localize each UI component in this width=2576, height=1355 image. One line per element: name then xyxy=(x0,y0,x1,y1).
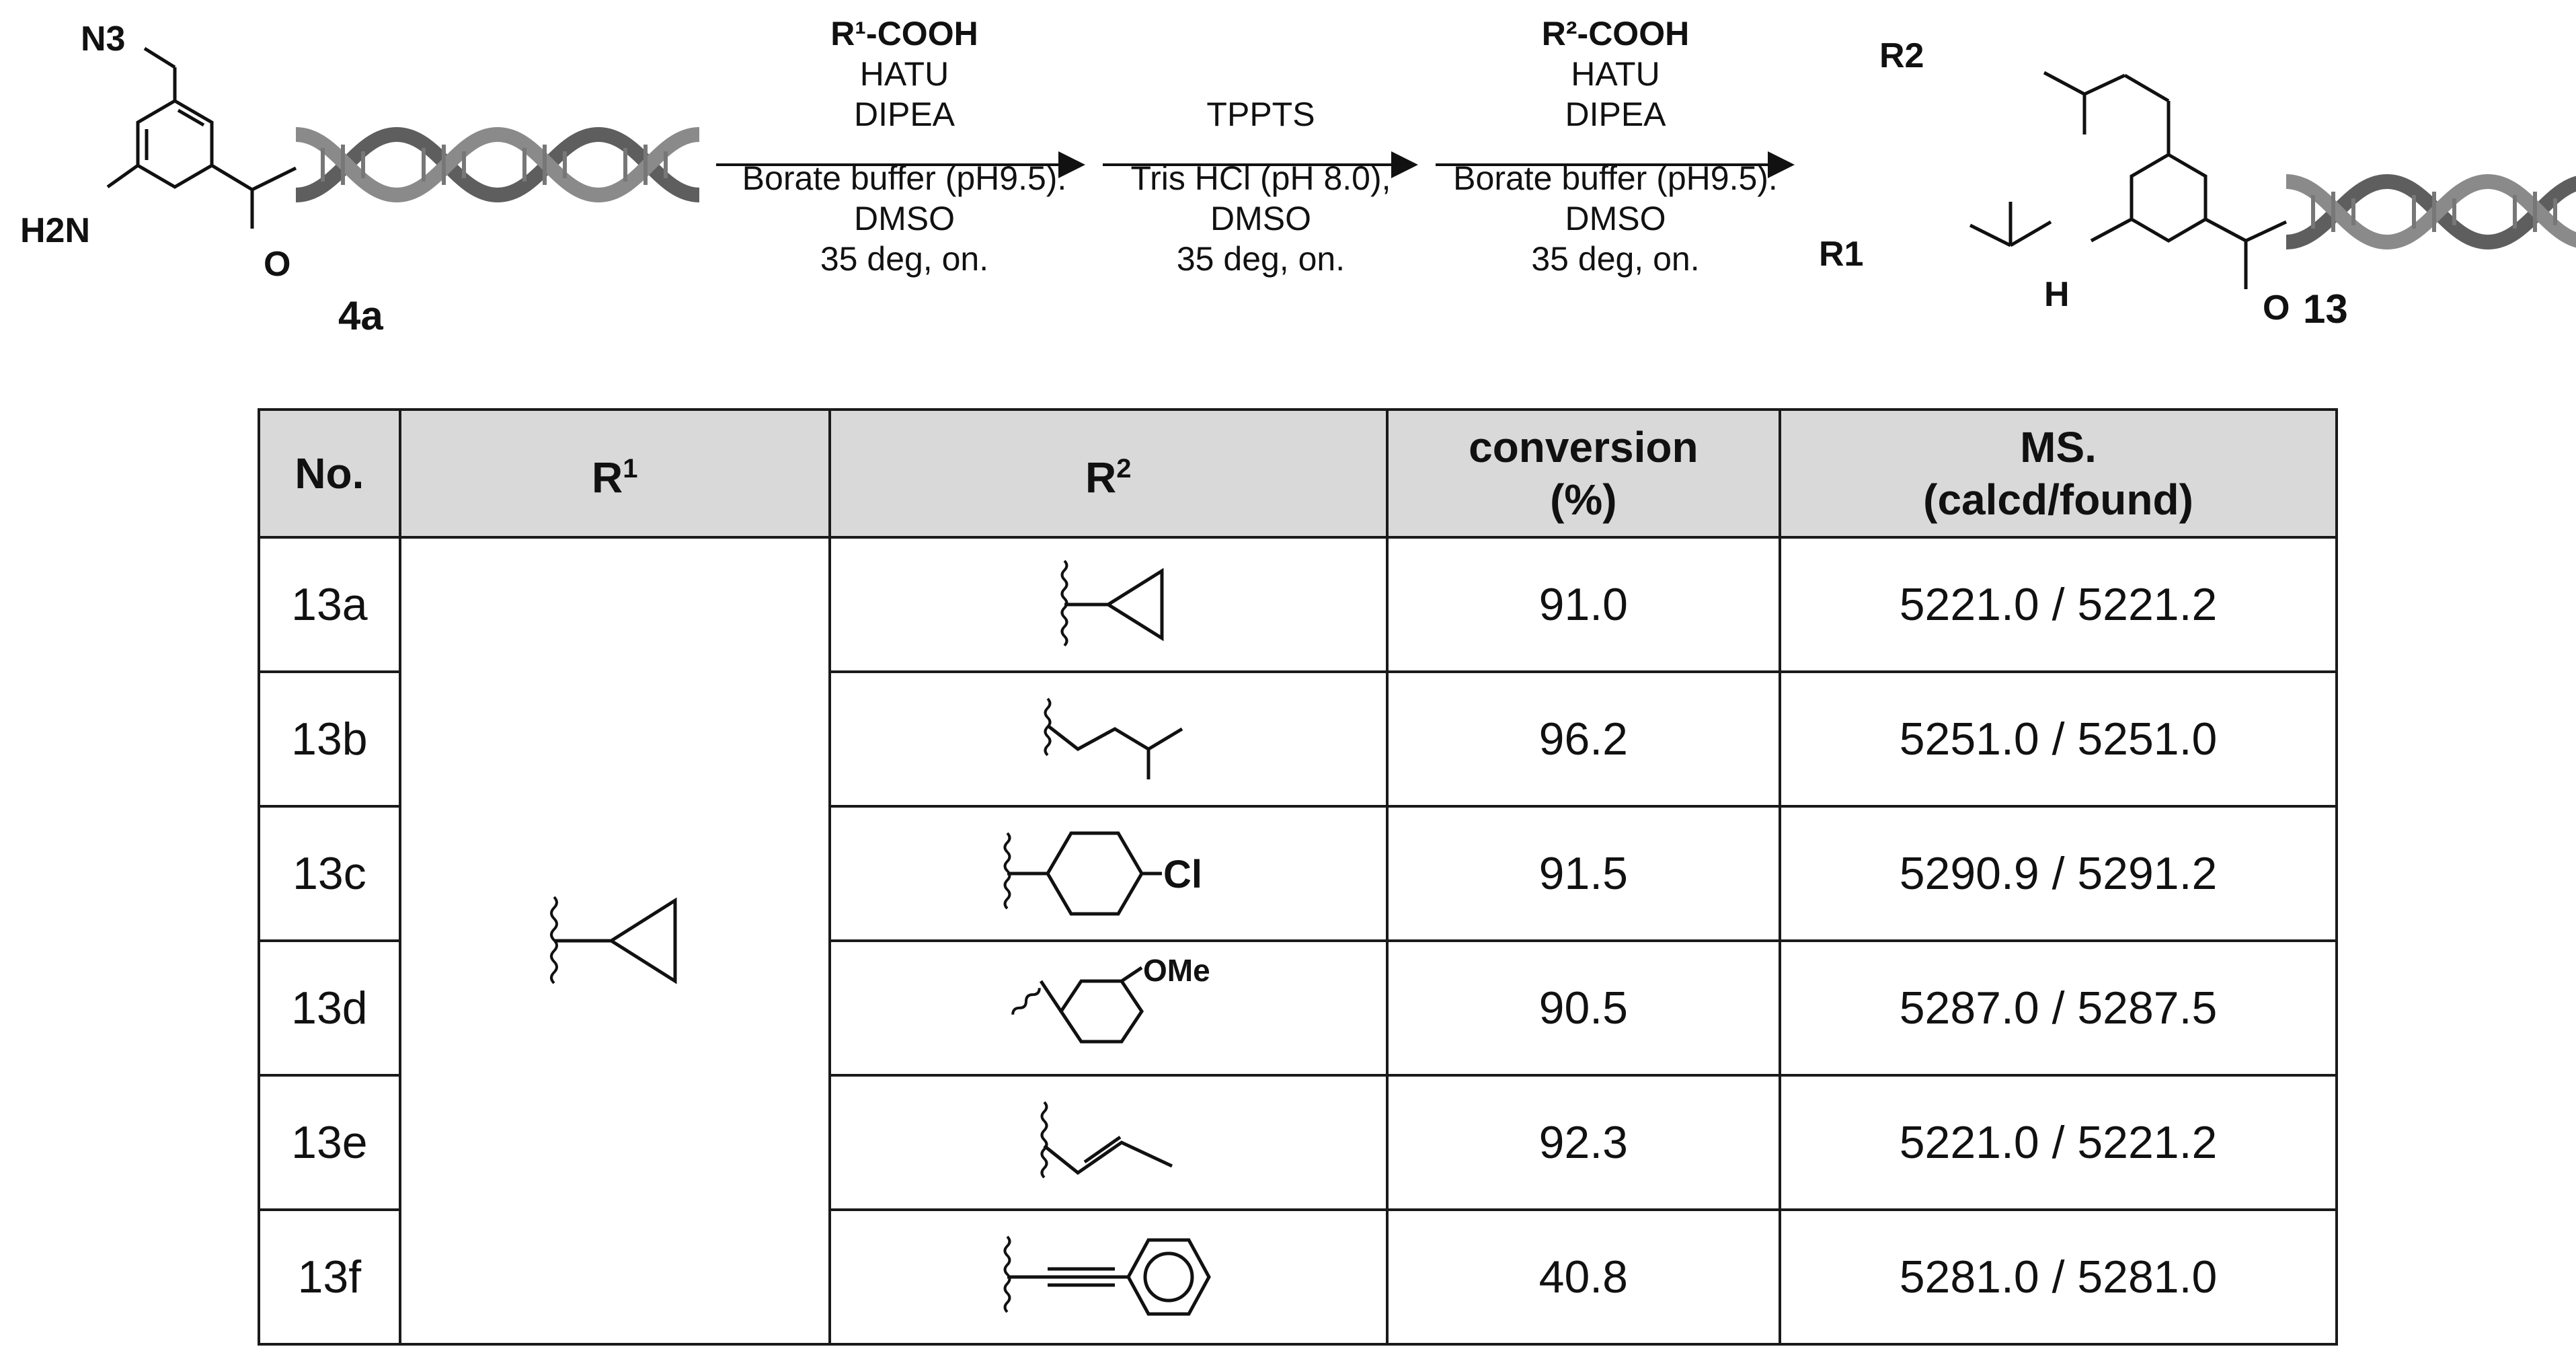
cyclopropyl-structure-icon xyxy=(550,896,677,984)
row-no: 13c xyxy=(258,805,401,942)
step1-conditions: R¹-COOH HATU DIPEA Borate buffer (pH9.5)… xyxy=(716,13,1093,279)
step1-cond3: 35 deg, on. xyxy=(820,240,989,278)
header-no: No. xyxy=(258,408,401,539)
step1-line1: HATU xyxy=(859,55,949,93)
ms-value: 5251.0 / 5251.0 xyxy=(1779,670,2338,808)
step2-conditions: TPPTS Tris HCl (pH 8.0), DMSO 35 deg, on… xyxy=(1103,94,1419,279)
conversion-value: 91.5 xyxy=(1385,805,1782,942)
amine-label: H2N xyxy=(20,211,90,250)
conversion-value: 40.8 xyxy=(1385,1208,1782,1346)
header-ms: MS.(calcd/found) xyxy=(1779,408,2338,539)
r2-structure-cell: OMe xyxy=(828,939,1389,1077)
table-row: 13d OMe 90.5 5287.0 / 5287.5 xyxy=(258,939,2338,1077)
results-table: No. R1 R2 conversion(%) MS.(calcd/found)… xyxy=(258,408,2338,1346)
reaction-scheme: N3 H2N O 4a R2 R1 H O 13 xyxy=(20,20,2576,338)
carbonyl-o-label: O xyxy=(264,245,290,284)
isopentyl-structure-icon xyxy=(1044,697,1183,779)
r2-label: R2 xyxy=(1879,36,1924,75)
step1-cond1: Borate buffer (pH9.5). xyxy=(742,159,1067,197)
step3-line1: HATU xyxy=(1571,55,1660,93)
step1-reagent: R¹-COOH xyxy=(830,15,978,52)
conversion-value: 96.2 xyxy=(1385,670,1782,808)
table-row: 13f 40.8 5281.0 / 5281.0 xyxy=(258,1208,2338,1346)
dna-tag-icon xyxy=(296,134,699,195)
svg-text:OMe: OMe xyxy=(1143,954,1210,988)
table-row: 13c Cl 91.5 5290.9 / 5291.2 xyxy=(258,805,2338,942)
step3-cond1: Borate buffer (pH9.5). xyxy=(1453,159,1778,197)
phenylethynyl-structure-icon xyxy=(1003,1235,1212,1316)
r1-label: R1 xyxy=(1819,235,1863,274)
step3-cond2: DMSO xyxy=(1565,200,1666,237)
table-header-row: No. R1 R2 conversion(%) MS.(calcd/found) xyxy=(258,408,2338,539)
step2-reagent: TPPTS xyxy=(1206,95,1315,133)
header-conversion: conversion(%) xyxy=(1385,408,1782,539)
header-r2: R2 xyxy=(828,408,1389,539)
r1-structure-cell xyxy=(398,536,831,1346)
table-row: 13b 96.2 5251.0 / 5251.0 xyxy=(258,670,2338,808)
row-no: 13b xyxy=(258,670,401,808)
row-no: 13e xyxy=(258,1074,401,1211)
ms-value: 5290.9 / 5291.2 xyxy=(1779,805,2338,942)
step3-conditions: R²-COOH HATU DIPEA Borate buffer (pH9.5)… xyxy=(1429,13,1802,279)
conversion-value: 91.0 xyxy=(1385,536,1782,673)
compound-label-13: 13 xyxy=(2303,286,2348,332)
starting-material-4a xyxy=(106,46,297,229)
nh-label: H xyxy=(2044,275,2070,314)
butenyl-structure-icon xyxy=(1040,1101,1173,1179)
step1-cond2: DMSO xyxy=(854,200,955,237)
r2-structure-cell xyxy=(828,1208,1389,1346)
chlorophenyl-structure-icon: Cl xyxy=(1003,831,1202,916)
table-row: 13a 91.0 5221.0 / 5221.2 xyxy=(258,536,2338,1346)
row-no: 13f xyxy=(258,1208,401,1346)
step3-cond3: 35 deg, on. xyxy=(1531,240,1700,278)
ms-value: 5281.0 / 5281.0 xyxy=(1779,1208,2338,1346)
step3-reagent: R²-COOH xyxy=(1541,15,1690,52)
ms-value: 5221.0 / 5221.2 xyxy=(1779,1074,2338,1211)
cyclopropyl-structure-icon xyxy=(1060,559,1164,647)
ms-value: 5287.0 / 5287.5 xyxy=(1779,939,2338,1077)
product-13 xyxy=(1969,71,2288,289)
step1-line2: DIPEA xyxy=(853,95,955,133)
r2-structure-cell xyxy=(828,670,1389,808)
conversion-value: 92.3 xyxy=(1385,1074,1782,1211)
dna-tag-icon xyxy=(2286,182,2576,242)
carbonyl-o-label: O xyxy=(2263,288,2290,327)
table-row: 13e 92.3 5221.0 / 5221.2 xyxy=(258,1074,2338,1211)
header-r1: R1 xyxy=(398,408,831,539)
ms-value: 5221.0 / 5221.2 xyxy=(1779,536,2338,673)
step3-line2: DIPEA xyxy=(1565,95,1666,133)
compound-label-4a: 4a xyxy=(338,293,383,338)
r2-structure-cell: Cl xyxy=(828,805,1389,942)
r2-structure-cell xyxy=(828,536,1389,673)
step2-cond2: DMSO xyxy=(1210,200,1311,237)
methoxyphenyl-structure-icon: OMe xyxy=(1011,954,1210,1044)
step2-cond3: 35 deg, on. xyxy=(1176,240,1345,278)
step2-cond1: Tris HCl (pH 8.0), xyxy=(1130,159,1391,197)
r2-structure-cell xyxy=(828,1074,1389,1211)
row-no: 13a xyxy=(258,536,401,673)
row-no: 13d xyxy=(258,939,401,1077)
azide-label: N3 xyxy=(81,20,125,59)
svg-text:Cl: Cl xyxy=(1163,853,1202,896)
conversion-value: 90.5 xyxy=(1385,939,1782,1077)
